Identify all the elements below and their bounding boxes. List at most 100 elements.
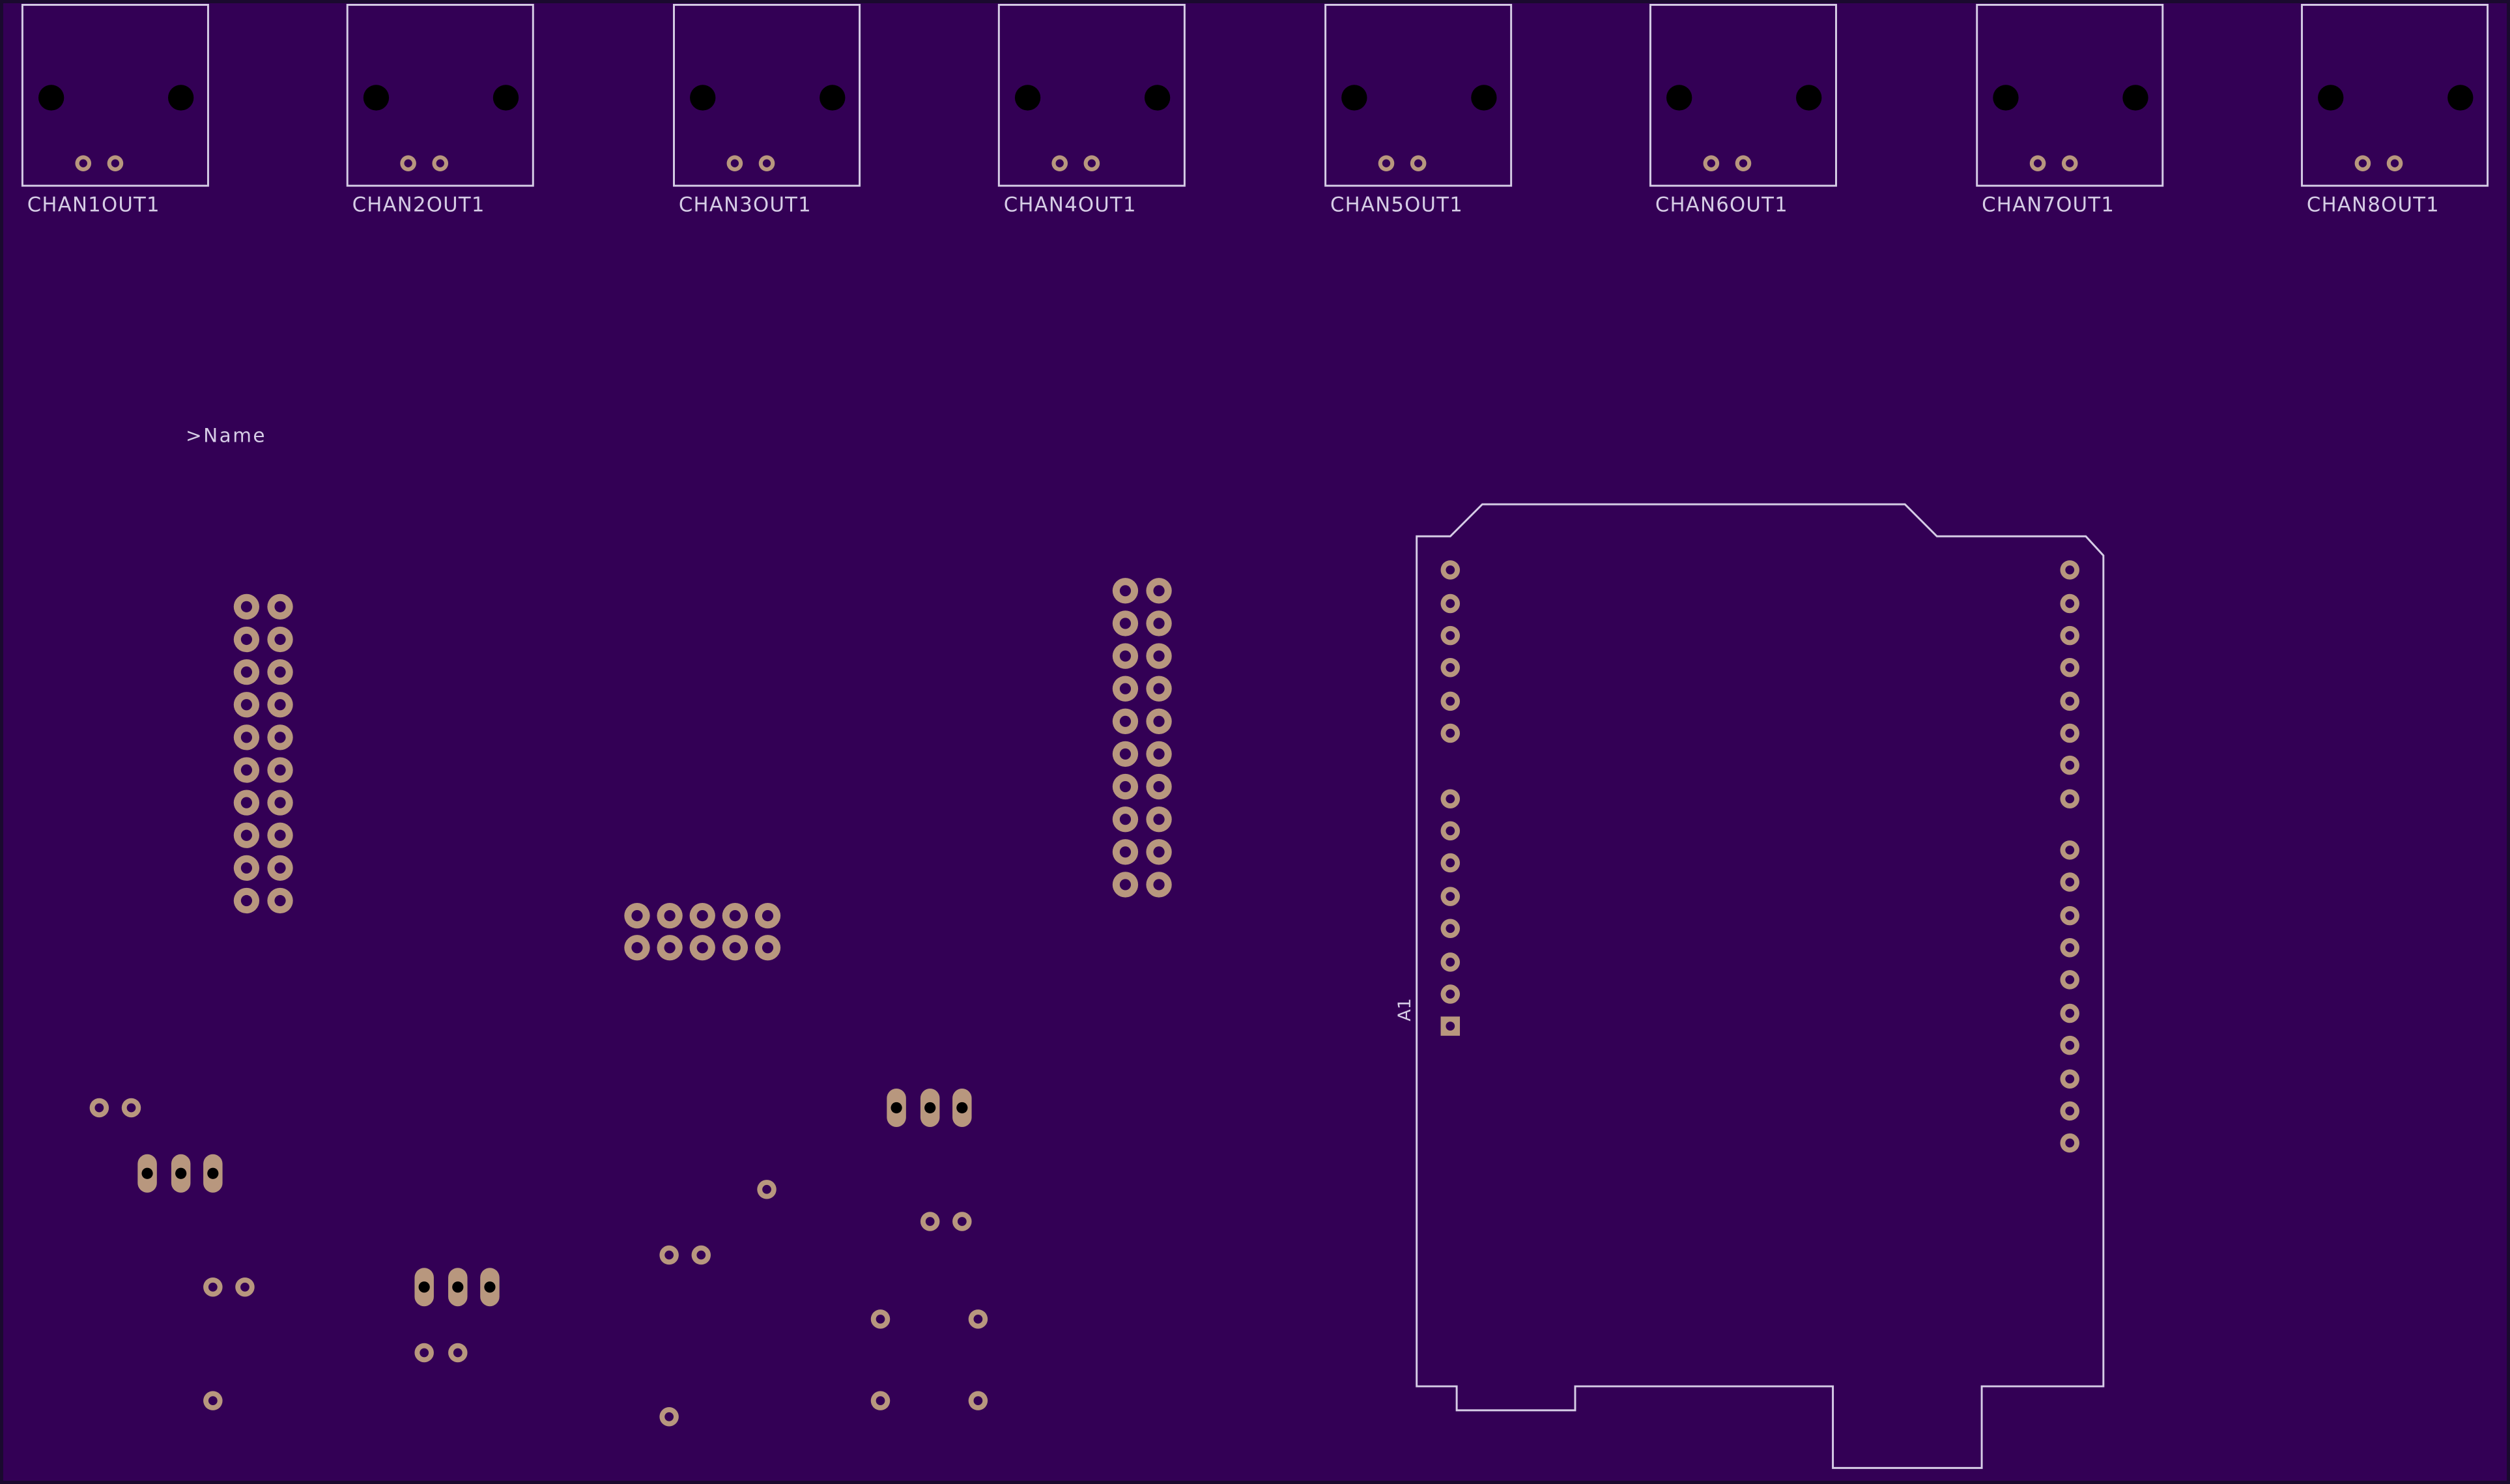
oval-pad	[887, 1088, 906, 1127]
through-hole-pad	[1703, 155, 1720, 171]
through-hole-pad	[1146, 806, 1172, 833]
through-hole-pad	[267, 790, 293, 816]
through-hole-pad	[233, 626, 260, 653]
through-hole-pad	[2060, 1101, 2079, 1121]
through-hole-pad	[235, 1277, 255, 1297]
through-hole-pad	[1146, 741, 1172, 767]
mounting-hole	[2122, 85, 2148, 111]
connector-7: CHAN7OUT1	[1976, 3, 2164, 216]
connector-label: CHAN6OUT1	[1655, 193, 1788, 216]
through-hole-pad	[1112, 806, 1139, 833]
arduino-footprint: A1	[1395, 503, 2105, 1469]
through-hole-pad	[203, 1277, 223, 1297]
connector-3: CHAN3OUT1	[673, 3, 861, 216]
through-hole-pad	[1146, 872, 1172, 898]
mounting-hole	[168, 85, 194, 111]
connector-label: CHAN3OUT1	[679, 193, 812, 216]
through-hole-pad	[2060, 1035, 2079, 1055]
through-hole-pad	[2060, 1069, 2079, 1089]
through-hole-pad	[2060, 691, 2079, 711]
through-hole-pad	[233, 757, 260, 783]
through-hole-pad	[1440, 625, 1461, 646]
connector-label: CHAN5OUT1	[1330, 193, 1463, 216]
through-hole-pad	[1146, 578, 1172, 604]
through-hole-pad	[1112, 643, 1139, 669]
through-hole-pad	[758, 155, 775, 171]
mounting-hole	[1341, 85, 1367, 111]
through-hole-pad	[1112, 839, 1139, 865]
through-hole-pad	[624, 902, 650, 929]
through-hole-pad	[1146, 839, 1172, 865]
mounting-hole	[690, 85, 716, 111]
through-hole-pad	[1440, 657, 1461, 678]
through-hole-pad	[1410, 155, 1427, 171]
mounting-hole	[2447, 85, 2474, 111]
mounting-hole	[492, 85, 519, 111]
through-hole-pad	[968, 1309, 988, 1329]
through-hole-pad	[2060, 1133, 2079, 1153]
mounting-hole	[38, 85, 64, 111]
oval-pad	[952, 1088, 972, 1127]
through-hole-pad	[267, 855, 293, 881]
through-hole-pad	[2060, 593, 2079, 614]
through-hole-pad	[1112, 708, 1139, 734]
connector-outline	[2301, 3, 2489, 187]
through-hole-pad	[657, 935, 683, 961]
connector-label: CHAN1OUT1	[27, 193, 160, 216]
connector-outline	[1649, 3, 1837, 187]
connector-5: CHAN5OUT1	[1324, 3, 1513, 216]
through-hole-pad	[2386, 155, 2403, 171]
through-hole-pad	[1440, 821, 1461, 841]
through-hole-pad	[726, 155, 743, 171]
through-hole-pad	[1112, 872, 1139, 898]
connector-6: CHAN6OUT1	[1649, 3, 1837, 216]
through-hole-pad	[2060, 723, 2079, 743]
pin-header-horizontal	[624, 902, 781, 961]
through-hole-pad	[267, 692, 293, 718]
through-hole-pad	[233, 724, 260, 750]
pin-header-right	[1112, 578, 1172, 898]
through-hole-pad	[267, 724, 293, 750]
through-hole-pad	[870, 1309, 891, 1329]
connector-label: CHAN4OUT1	[1004, 193, 1137, 216]
through-hole-pad	[203, 1391, 223, 1410]
oval-pad	[414, 1268, 434, 1307]
through-hole-pad	[1146, 708, 1172, 734]
through-hole-pad	[1112, 676, 1139, 702]
through-hole-pad	[2060, 906, 2079, 926]
connector-outline	[673, 3, 861, 187]
through-hole-pad	[659, 1245, 679, 1265]
through-hole-pad	[689, 935, 715, 961]
through-hole-pad	[414, 1343, 434, 1363]
oval-pad	[171, 1154, 191, 1193]
oval-pad	[448, 1268, 468, 1307]
connector-outline	[21, 3, 209, 187]
through-hole-pad	[267, 593, 293, 620]
through-hole-pad	[1083, 155, 1100, 171]
name-label: >Name	[186, 424, 266, 446]
through-hole-pad	[2029, 155, 2046, 171]
through-hole-pad	[2060, 657, 2079, 678]
through-hole-pad	[2061, 155, 2078, 171]
through-hole-pad	[233, 593, 260, 620]
through-hole-pad	[267, 659, 293, 685]
mounting-hole	[1144, 85, 1171, 111]
through-hole-pad	[1440, 984, 1461, 1004]
through-hole-pad	[1112, 610, 1139, 636]
through-hole-pad	[2060, 840, 2079, 860]
through-hole-pad	[1146, 643, 1172, 669]
pin-header-left	[233, 593, 293, 914]
arduino-right-header	[2060, 560, 2079, 1153]
mounting-hole	[363, 85, 390, 111]
arduino-left-header	[1440, 560, 1461, 1036]
through-hole-pad	[267, 887, 293, 914]
through-hole-pad	[233, 790, 260, 816]
through-hole-pad	[107, 155, 124, 171]
connector-label: CHAN8OUT1	[2307, 193, 2440, 216]
through-hole-pad	[267, 822, 293, 848]
through-hole-pad	[1440, 723, 1461, 743]
mounting-hole	[1666, 85, 1692, 111]
through-hole-pad	[754, 935, 781, 961]
